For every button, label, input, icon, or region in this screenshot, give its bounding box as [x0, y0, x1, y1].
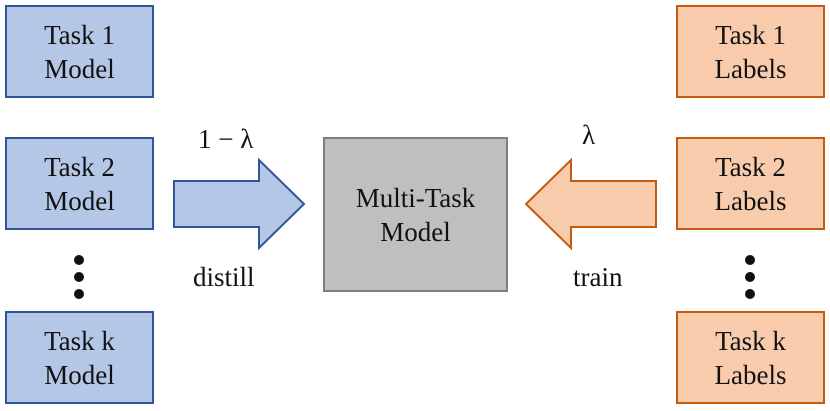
model-ellipsis: [74, 255, 86, 306]
task-1-labels-box: Task 1 Labels: [676, 5, 825, 98]
distill-weight-label: 1 − λ: [198, 124, 254, 154]
task-2-labels-box: Task 2 Labels: [676, 137, 825, 230]
train-caption: train: [573, 262, 623, 292]
task-k-model-title: Task k: [44, 325, 115, 356]
task-k-labels-box: Task k Labels: [676, 311, 825, 404]
task-1-model-box: Task 1 Model: [5, 5, 154, 98]
ellipsis-dot: [745, 272, 755, 282]
ellipsis-dot: [74, 255, 84, 265]
multi-task-model-subtitle: Model: [380, 216, 451, 247]
task-1-labels-subtitle: Labels: [714, 53, 787, 84]
multi-task-model-title: Multi-Task: [355, 182, 476, 213]
distill-arrow: [173, 157, 306, 251]
ellipsis-dot: [74, 289, 84, 299]
task-2-model-subtitle: Model: [44, 185, 115, 216]
distill-caption: distill: [193, 262, 255, 292]
multi-task-model-box: Multi-Task Model: [323, 137, 508, 292]
task-1-model-title: Task 1: [44, 19, 115, 50]
train-weight-label: λ: [582, 120, 596, 150]
task-k-labels-subtitle: Labels: [714, 359, 787, 390]
task-1-model-subtitle: Model: [44, 53, 115, 84]
distill-arrow-shape: [173, 157, 306, 251]
train-arrow-shape: [524, 157, 657, 251]
labels-ellipsis: [745, 255, 757, 306]
task-2-labels-title: Task 2: [715, 151, 786, 182]
task-2-model-box: Task 2 Model: [5, 137, 154, 230]
task-k-model-box: Task k Model: [5, 311, 154, 404]
ellipsis-dot: [745, 289, 755, 299]
ellipsis-dot: [745, 255, 755, 265]
task-k-model-subtitle: Model: [44, 359, 115, 390]
ellipsis-dot: [74, 272, 84, 282]
task-k-labels-title: Task k: [715, 325, 786, 356]
task-2-model-title: Task 2: [44, 151, 115, 182]
task-1-labels-title: Task 1: [715, 19, 786, 50]
task-2-labels-subtitle: Labels: [714, 185, 787, 216]
train-arrow: [524, 157, 657, 251]
